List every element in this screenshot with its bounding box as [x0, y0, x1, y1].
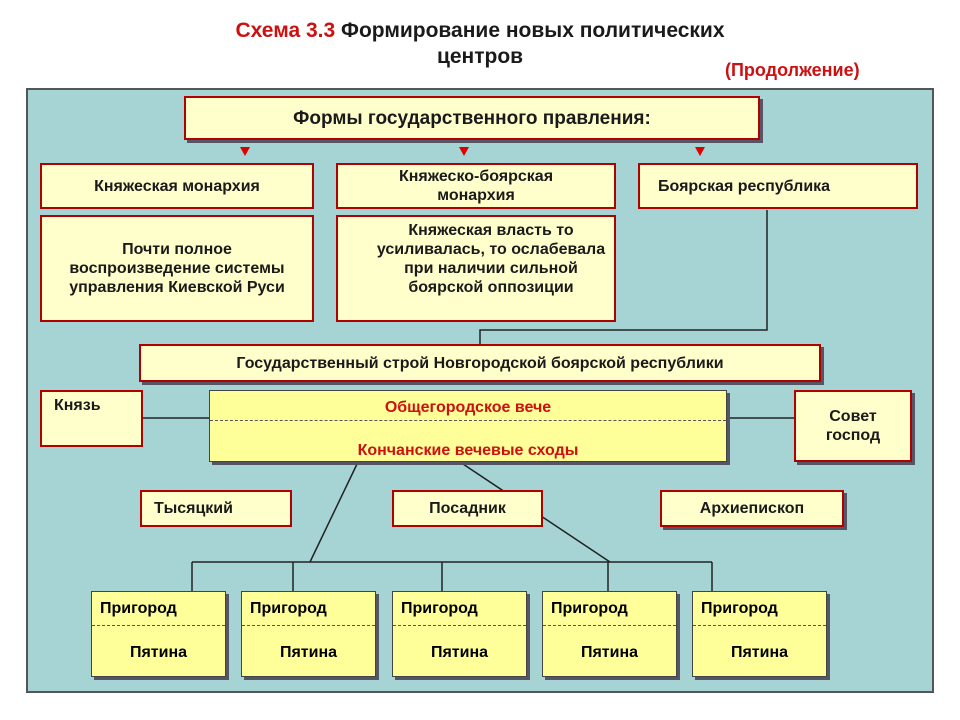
town-prigorod-label: Пригород — [551, 600, 628, 617]
town-pyatina-label: Пятина — [580, 644, 639, 661]
prince-box: Князь — [40, 390, 143, 447]
council-label: Совет господ — [825, 408, 881, 444]
town-pyatina-label: Пятина — [730, 644, 789, 661]
novgorod-title: Государственный строй Новгородской боярс… — [236, 354, 724, 372]
princely-boyar-monarchy-box: Княжеско-боярская монархия — [336, 163, 616, 209]
town-prigorod-label: Пригород — [701, 600, 778, 617]
title-line1: Формирование новых политических — [341, 19, 725, 42]
princely-boyar-desc-box: Княжеская власть то усиливалась, то осла… — [336, 215, 616, 322]
veche-box: Общегородское вече Кончанские вечевые сх… — [209, 390, 727, 462]
archbishop-box: Архиепископ — [660, 490, 844, 527]
prince-label: Князь — [54, 397, 101, 414]
forms-title-box: Формы государственного правления: — [184, 96, 760, 140]
arrow-down-icon — [695, 147, 705, 156]
line-veche-left — [309, 461, 359, 563]
princely-boyar-monarchy-label: Княжеско-боярская монархия — [398, 168, 554, 204]
veche-divider — [210, 420, 726, 421]
town-divider — [92, 625, 225, 626]
town-box-3: Пригород Пятина — [392, 591, 527, 677]
continued-label: (Продолжение) — [725, 60, 860, 80]
forms-title: Формы государственного правления: — [293, 107, 651, 129]
line-republic-to-novgorod — [479, 210, 768, 344]
princely-monarchy-desc: Почти полное воспроизведение системы упр… — [69, 241, 285, 296]
title-line2: центров — [436, 45, 524, 68]
boyar-republic-box: Боярская республика — [638, 163, 918, 209]
tysyatsky-box: Тысяцкий — [140, 490, 292, 527]
town-prigorod-label: Пригород — [250, 600, 327, 617]
town-divider — [543, 625, 676, 626]
posadnik-label: Посадник — [429, 500, 506, 517]
arrow-down-icon — [459, 147, 469, 156]
town-box-4: Пригород Пятина — [542, 591, 677, 677]
archbishop-label: Архиепископ — [699, 500, 805, 517]
tysyatsky-label: Тысяцкий — [154, 500, 233, 517]
council-box: Совет господ — [794, 390, 912, 462]
town-pyatina-label: Пятина — [129, 644, 188, 661]
novgorod-title-box: Государственный строй Новгородской боярс… — [139, 344, 821, 382]
princely-monarchy-desc-box: Почти полное воспроизведение системы упр… — [40, 215, 314, 322]
town-prigorod-label: Пригород — [100, 600, 177, 617]
town-box-5: Пригород Пятина — [692, 591, 827, 677]
boyar-republic-label: Боярская республика — [658, 177, 831, 195]
town-divider — [693, 625, 826, 626]
posadnik-box: Посадник — [392, 490, 543, 527]
town-divider — [393, 625, 526, 626]
town-divider — [242, 625, 375, 626]
konchan-veche-label: Кончанские вечевые сходы — [357, 442, 579, 459]
town-prigorod-label: Пригород — [401, 600, 478, 617]
town-box-1: Пригород Пятина — [91, 591, 226, 677]
princely-monarchy-box: Княжеская монархия — [40, 163, 314, 209]
princely-boyar-desc: Княжеская власть то усиливалась, то осла… — [376, 222, 606, 296]
scheme-number: Схема 3.3 — [235, 19, 336, 42]
town-box-2: Пригород Пятина — [241, 591, 376, 677]
town-pyatina-label: Пятина — [430, 644, 489, 661]
page-title: Схема 3.3 Формирование новых политически… — [0, 18, 960, 70]
town-pyatina-label: Пятина — [279, 644, 338, 661]
arrow-down-icon — [240, 147, 250, 156]
city-veche-label: Общегородское вече — [384, 399, 552, 416]
princely-monarchy-label: Княжеская монархия — [94, 177, 260, 195]
